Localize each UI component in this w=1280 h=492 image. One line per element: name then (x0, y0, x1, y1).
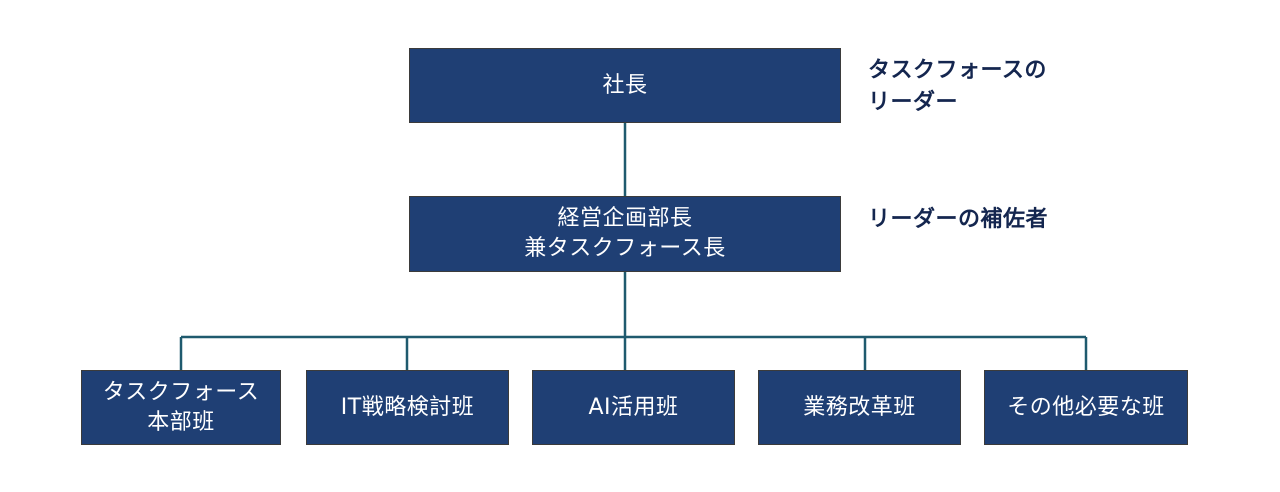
leader-note-line2: リーダー (868, 90, 959, 115)
deputy-box: 経営企画部長 兼タスクフォース長 (409, 196, 841, 272)
assistant-note-text: リーダーの補佐者 (868, 207, 1049, 232)
president-label: 社長 (602, 72, 648, 98)
team-label-line1: AI活用班 (588, 394, 679, 420)
team-box-other: その他必要な班 (984, 370, 1188, 445)
team-label-line1: その他必要な班 (1007, 394, 1165, 420)
assistant-note: リーダーの補佐者 (868, 204, 1048, 236)
leader-note-line1: タスクフォースの (868, 58, 1047, 83)
leader-note: タスクフォースの リーダー (868, 55, 1047, 119)
team-label-line1: IT戦略検討班 (340, 394, 475, 420)
team-label-line2: 本部班 (147, 409, 215, 435)
team-box-ai: AI活用班 (532, 370, 735, 445)
team-label-line1: 業務改革班 (803, 394, 916, 420)
deputy-line2: 兼タスクフォース長 (524, 236, 726, 261)
deputy-line1: 経営企画部長 (557, 206, 693, 231)
team-label-line1: タスクフォース (102, 379, 260, 405)
team-box-headquarters: タスクフォース 本部班 (81, 370, 281, 445)
team-box-business-reform: 業務改革班 (758, 370, 961, 445)
president-box: 社長 (409, 48, 841, 123)
team-box-it-strategy: IT戦略検討班 (306, 370, 509, 445)
